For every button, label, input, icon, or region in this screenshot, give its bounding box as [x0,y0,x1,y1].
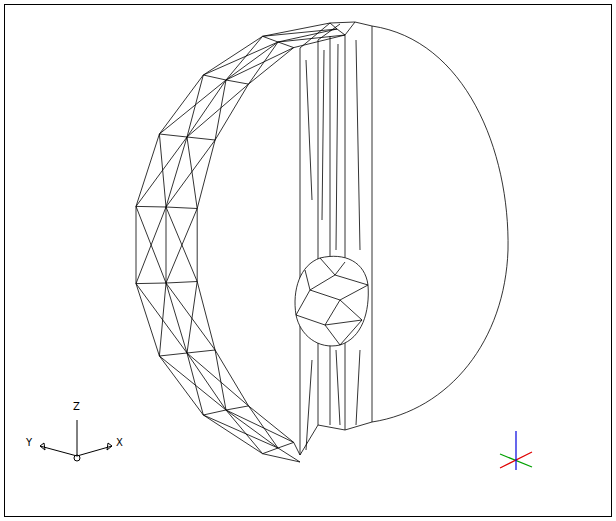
mesh-line [136,36,278,448]
slot-edge [300,26,372,455]
axis-label: X [116,438,123,448]
mesh-line [300,22,372,48]
mesh-line [166,42,294,442]
outer-edge [372,26,508,422]
axis-tripod [500,431,532,470]
inner-edge [197,35,345,455]
ucs-icon [40,420,112,461]
cut-sphere [136,22,508,462]
mesh-line [306,40,360,450]
axis-label: Y [26,438,32,448]
slot-edge [300,422,372,455]
mesh-line [166,29,337,448]
mesh-line [296,258,368,345]
inner-sphere [295,256,368,346]
axis-label: Z [73,402,80,412]
viewport-border [5,5,612,517]
outer-edge [136,23,330,462]
